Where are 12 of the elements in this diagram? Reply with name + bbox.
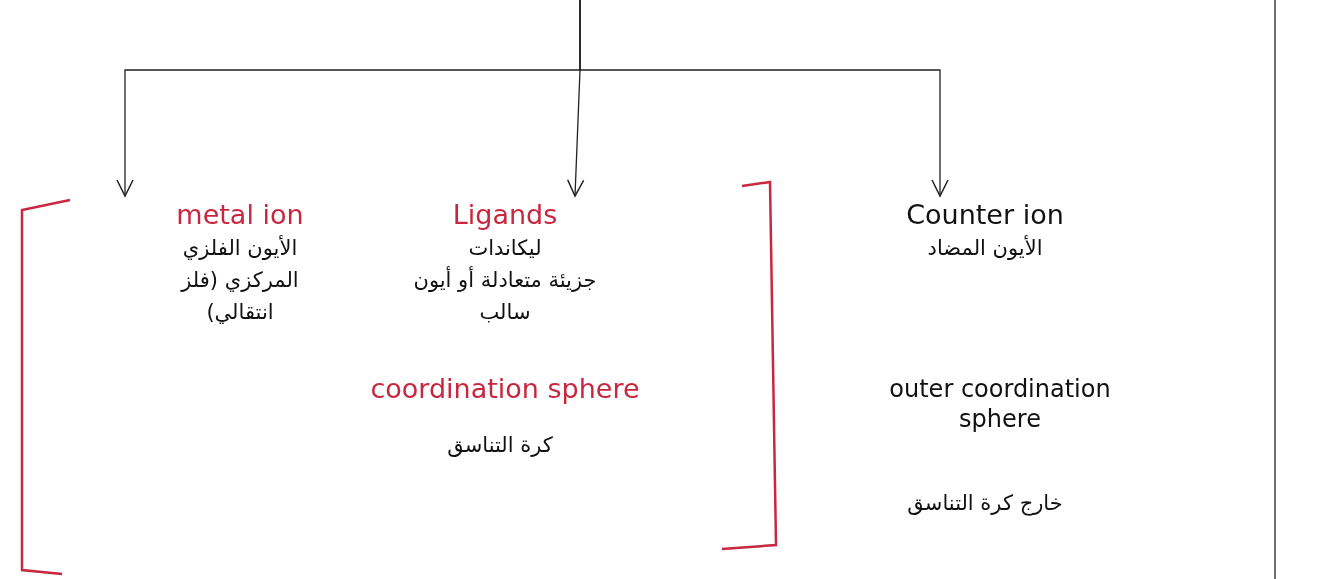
term-heading: Ligands	[452, 198, 558, 232]
term-heading: Counter ion	[906, 198, 1064, 232]
note-text: كرة التناسق	[446, 432, 554, 459]
term-translation: الأيون الفلزي المركزي (فلز انتقالي)	[179, 234, 300, 326]
term-translation: ليكاندات	[467, 235, 543, 262]
note-text: خارج كرة التناسق	[906, 490, 1064, 517]
arrow	[579, 0, 949, 197]
term-translation: الأيون المضاد	[926, 234, 1044, 262]
term-heading: metal ion	[176, 198, 304, 232]
note-text: coordination sphere	[369, 372, 641, 405]
note-text: outer coordination sphere	[888, 374, 1112, 434]
term-translation: جزيئة متعادلة أو أيون سالب	[412, 265, 598, 326]
